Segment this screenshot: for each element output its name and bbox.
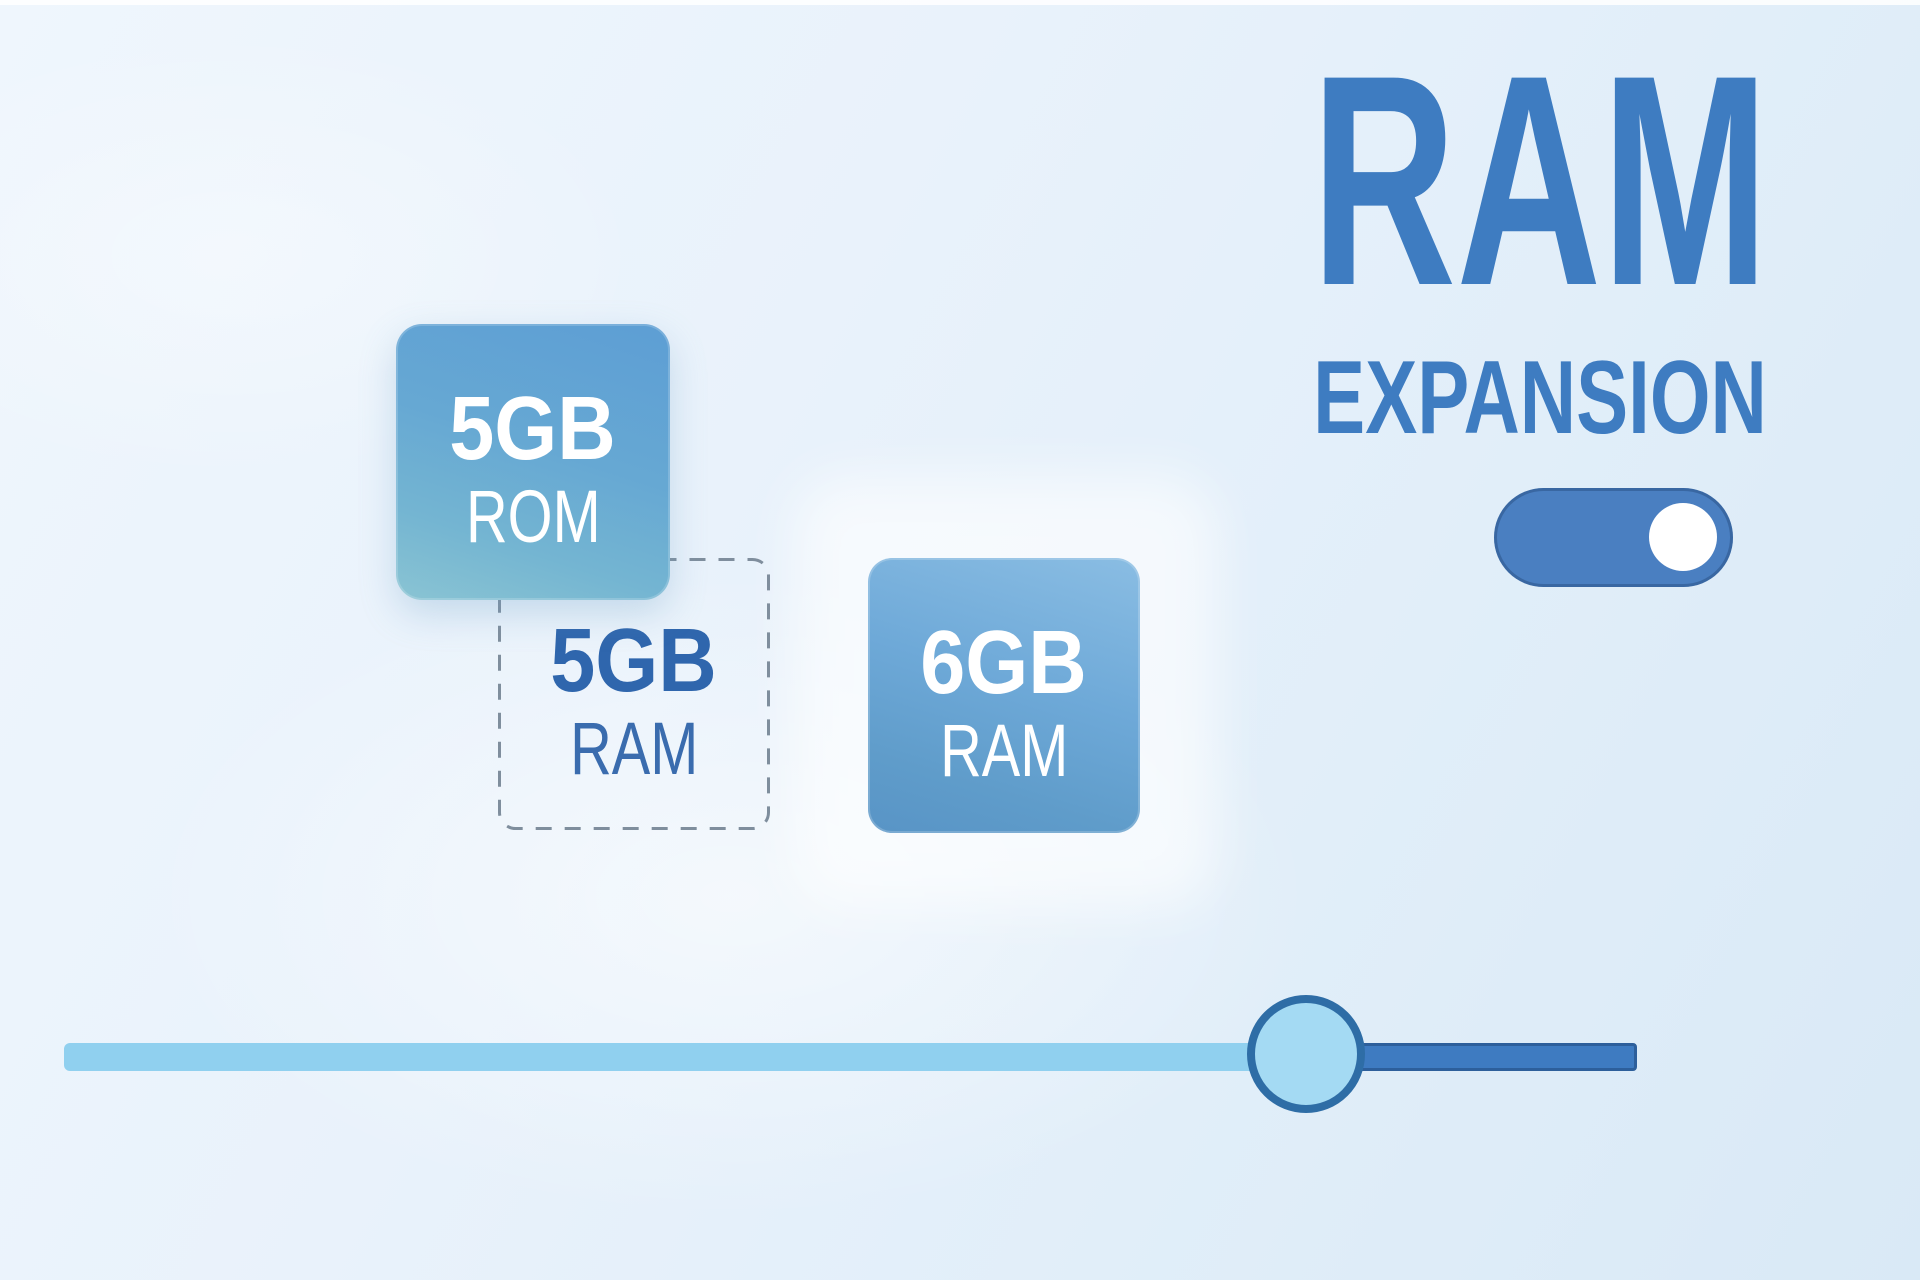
rom-card-value: 5GB — [449, 379, 617, 479]
rom-card: 5GB ROM — [396, 324, 670, 600]
rom-card-label: ROM — [465, 475, 601, 558]
slider-handle[interactable] — [1247, 995, 1365, 1113]
slider-track-left[interactable] — [64, 1043, 1306, 1071]
ram-expansion-toggle[interactable] — [1494, 488, 1733, 587]
ram-slider — [0, 960, 1920, 1150]
ram-after-card: 6GB RAM — [868, 558, 1140, 833]
page-title-ram: RAM — [1311, 12, 1769, 348]
ram-before-label: RAM — [569, 707, 699, 790]
ram-before-value: 5GB — [550, 611, 718, 711]
ram-after-value: 6GB — [920, 612, 1088, 713]
ram-after-label: RAM — [939, 708, 1069, 792]
page-title-expansion: EXPANSION — [1313, 340, 1767, 456]
top-edge-strip — [0, 0, 1920, 5]
ram-before-card: 5GB RAM — [498, 558, 770, 830]
toggle-knob — [1649, 503, 1717, 571]
